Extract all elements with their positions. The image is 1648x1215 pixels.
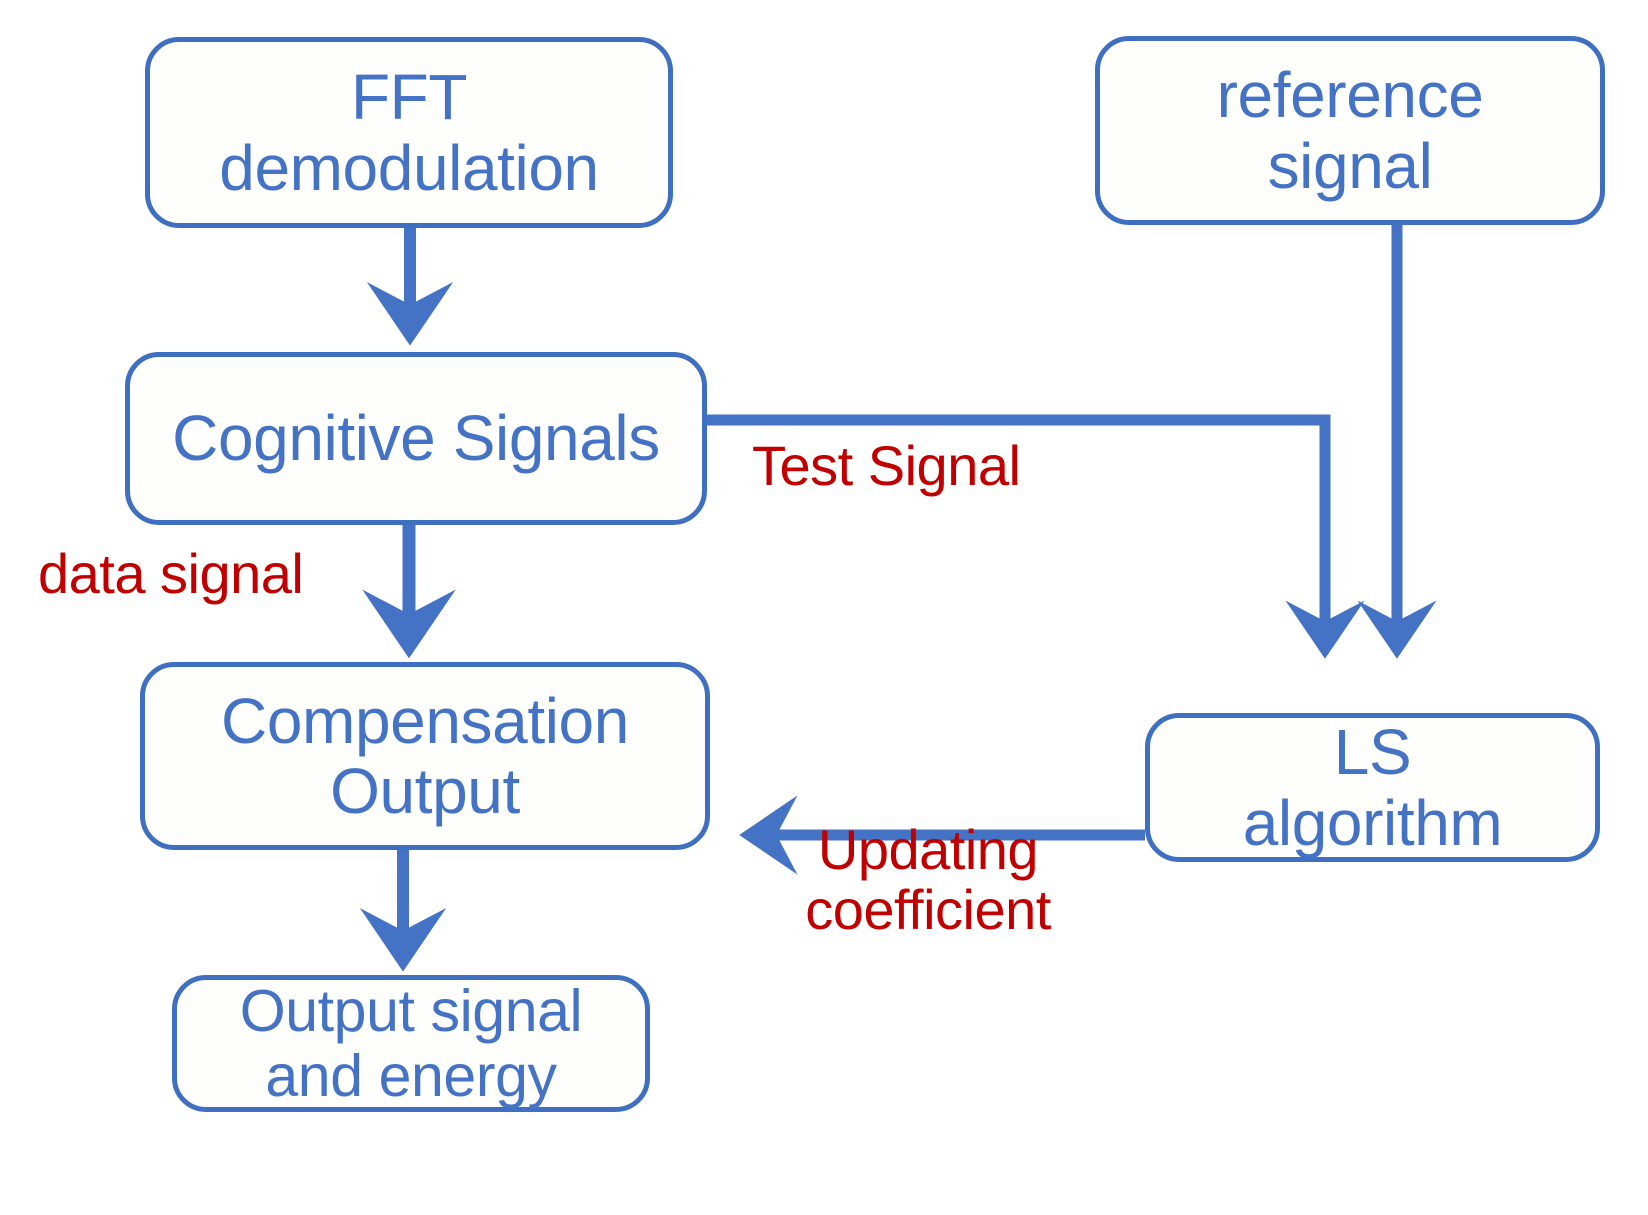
node-reference-signal-label: reference signal <box>1216 59 1484 202</box>
edge-label-test-signal: Test Signal <box>752 434 1021 497</box>
node-ls-algorithm-label: LS algorithm <box>1242 716 1503 859</box>
node-fft-demodulation[interactable]: FFT demodulation <box>145 37 673 228</box>
node-cognitive-signals-label: Cognitive Signals <box>172 402 660 475</box>
node-fft-demodulation-label: FFT demodulation <box>219 61 599 204</box>
node-compensation-output-label: Compensation Output <box>221 684 629 827</box>
edge-label-data-signal: data signal <box>38 542 304 605</box>
node-output-signal-and-energy-label: Output signal and energy <box>239 977 583 1109</box>
node-reference-signal[interactable]: reference signal <box>1095 36 1605 225</box>
edge-label-updating-coefficient: Updating coefficient <box>805 818 1051 942</box>
node-compensation-output[interactable]: Compensation Output <box>140 662 710 850</box>
node-ls-algorithm[interactable]: LS algorithm <box>1145 713 1600 862</box>
node-output-signal-and-energy[interactable]: Output signal and energy <box>172 975 650 1112</box>
node-cognitive-signals[interactable]: Cognitive Signals <box>125 352 707 525</box>
